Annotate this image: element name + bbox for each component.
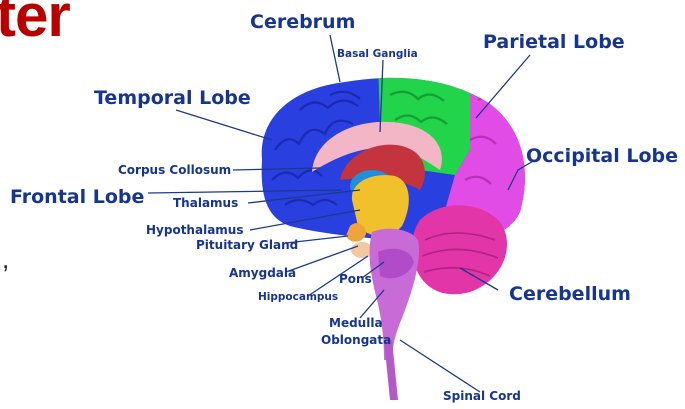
label-pituitary-gland: Pituitary Gland bbox=[196, 238, 298, 252]
label-pons: Pons bbox=[339, 272, 372, 286]
label-occipital-lobe: Occipital Lobe bbox=[526, 145, 678, 167]
spinal-cord-leader bbox=[400, 340, 480, 392]
label-basal-ganglia: Basal Ganglia bbox=[337, 48, 418, 60]
label-thalamus: Thalamus bbox=[173, 196, 238, 210]
label-cerebrum: Cerebrum bbox=[250, 11, 355, 33]
spinal-cord-shape bbox=[384, 340, 398, 400]
label-parietal-lobe: Parietal Lobe bbox=[483, 31, 625, 53]
label-oblongata: Oblongata bbox=[321, 333, 391, 347]
label-cerebellum: Cerebellum bbox=[509, 283, 631, 305]
temporal-leader bbox=[176, 110, 272, 140]
label-spinal-cord: Spinal Cord bbox=[443, 389, 521, 403]
label-hippocampus: Hippocampus bbox=[258, 291, 338, 303]
label-frontal-lobe: Frontal Lobe bbox=[10, 186, 144, 208]
label-temporal-lobe: Temporal Lobe bbox=[94, 87, 251, 109]
label-hypothalamus: Hypothalamus bbox=[146, 223, 243, 237]
parietal-leader bbox=[476, 55, 530, 118]
label-amygdala: Amygdala bbox=[229, 266, 296, 280]
label-medulla: Medulla bbox=[329, 316, 383, 330]
label-corpus-collosum: Corpus Collosum bbox=[118, 163, 231, 177]
